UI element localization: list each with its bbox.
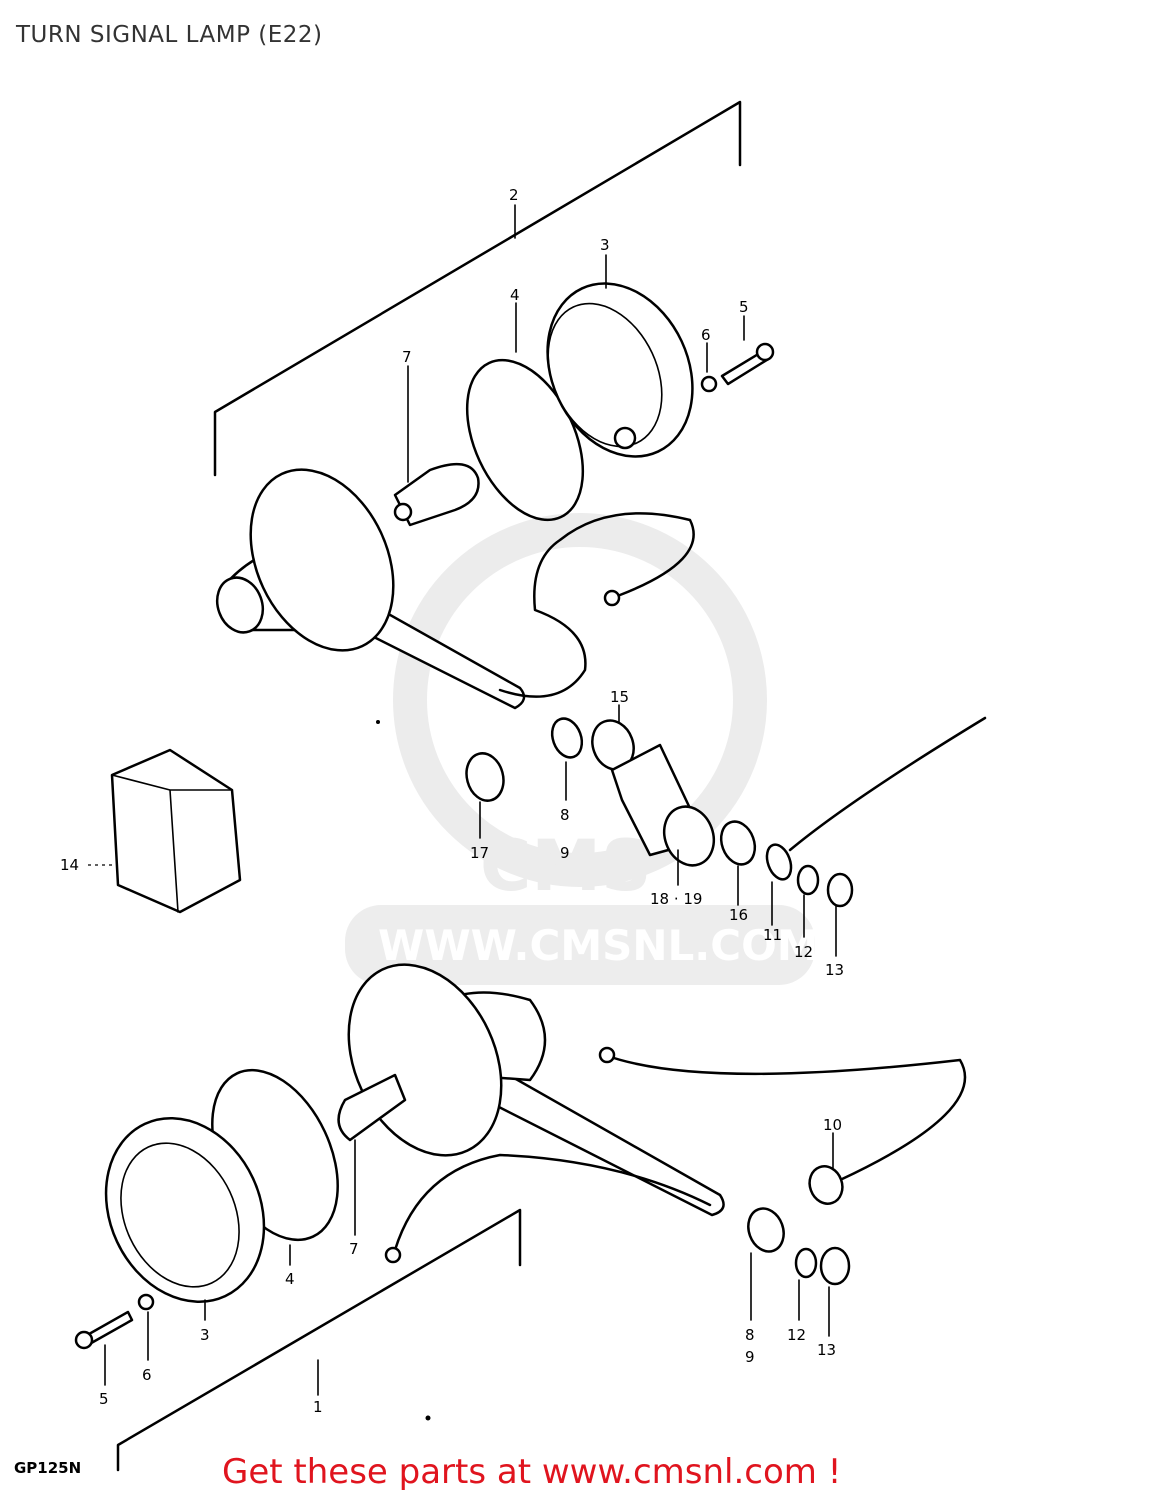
callout-11: 11: [763, 926, 782, 944]
callout-7-upper: 7: [402, 348, 412, 366]
watermark-url: WWW.CMSNL.COM: [378, 921, 819, 970]
lower-lamp-housing: [347, 963, 725, 1217]
callout-9-upper: 9: [560, 844, 570, 862]
bracket-assembly-1: [116, 1208, 522, 1472]
callout-4-lower: 4: [285, 1270, 295, 1288]
bracket-18-19: [610, 743, 716, 867]
callout-13-lower: 13: [817, 1341, 836, 1359]
callout-5-lower: 5: [99, 1390, 109, 1408]
callout-16: 16: [729, 906, 748, 924]
nut-13-upper: [826, 872, 854, 908]
terminal-10: [808, 1165, 844, 1205]
callout-5-upper: 5: [739, 298, 749, 316]
upper-bulb-7: [393, 462, 480, 527]
callout-8-upper: 8: [560, 806, 570, 824]
upper-screw-5: [720, 342, 775, 386]
washer-11: [765, 843, 793, 881]
callout-10: 10: [823, 1116, 842, 1134]
bracket-assembly-2: [213, 100, 742, 477]
callout-6-upper: 6: [701, 326, 711, 344]
lower-wire: [384, 1046, 967, 1264]
watermark-logo-text: CMS: [480, 825, 651, 907]
callout-17: 17: [470, 844, 489, 862]
callout-9-lower: 9: [745, 1348, 755, 1366]
lower-washer-6: [137, 1293, 155, 1311]
lockwasher-12-upper: [796, 864, 820, 896]
upper-lamp-housing: [215, 468, 526, 710]
callout-1: 1: [313, 1398, 323, 1416]
spacer-16: [719, 820, 757, 866]
model-code: GP125N: [14, 1459, 81, 1477]
callout-labels: 2 3 4 5 6 7 15 8 9 17 14 18 · 19 16 11 1…: [14, 186, 844, 1477]
watermark-logo: CMS WWW.CMSNL.COM: [345, 513, 819, 985]
lower-bulb-7: [337, 1073, 407, 1142]
footer-link[interactable]: Get these parts at www.cmsnl.com !: [222, 1452, 842, 1492]
callout-4-upper: 4: [510, 286, 520, 304]
lockwasher-12-lower: [794, 1247, 818, 1279]
washer-8-lower: [747, 1207, 785, 1253]
callout-3-lower: 3: [200, 1326, 210, 1344]
washer-8-upper: [550, 717, 584, 759]
callout-12-lower: 12: [787, 1326, 806, 1344]
callout-6-lower: 6: [142, 1366, 152, 1384]
flasher-relay-14: [110, 748, 242, 914]
callout-7-lower: 7: [349, 1240, 359, 1258]
callout-12-upper: 12: [794, 943, 813, 961]
leader-lines: [88, 254, 837, 1386]
upper-lead-wire: [788, 716, 987, 852]
upper-wire: [498, 512, 695, 698]
callout-13-upper: 13: [825, 961, 844, 979]
lower-lens-3: [104, 1117, 266, 1303]
nut-13-lower: [819, 1246, 851, 1286]
lower-screw-5: [74, 1310, 134, 1350]
callout-14: 14: [60, 856, 79, 874]
page-title: TURN SIGNAL LAMP (E22): [16, 22, 323, 48]
nut-17: [465, 752, 505, 802]
upper-washer-6: [700, 375, 718, 393]
upper-lens-3: [546, 282, 694, 458]
callout-2: 2: [509, 186, 519, 204]
callout-18-19: 18 · 19: [650, 890, 702, 908]
callout-3-upper: 3: [600, 236, 610, 254]
callout-15: 15: [610, 688, 629, 706]
callout-8-lower: 8: [745, 1326, 755, 1344]
